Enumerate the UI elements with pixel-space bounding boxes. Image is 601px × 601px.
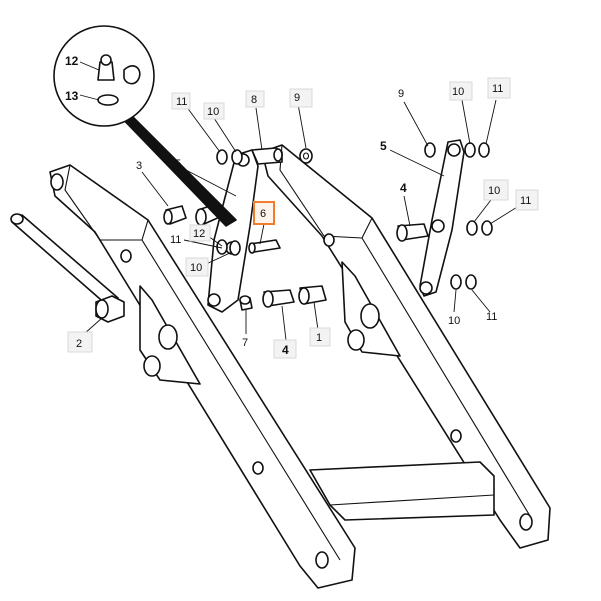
callout-labels: 12 13 11 10 8 9 3 5 6 12 11 10 2 7 4 1 9… xyxy=(65,54,539,359)
callout-4-right: 4 xyxy=(400,181,407,195)
pin-6 xyxy=(248,239,281,254)
callout-1: 1 xyxy=(316,332,322,344)
inset-detail xyxy=(53,25,237,227)
callout-11-right-mid: 11 xyxy=(520,195,531,207)
callout-11-right-bot: 11 xyxy=(486,311,497,323)
callout-6-highlight: 6 xyxy=(260,208,266,220)
callout-3: 3 xyxy=(136,160,142,172)
callout-9-top: 9 xyxy=(294,92,300,104)
link-plate-5-right xyxy=(419,139,465,297)
callout-2: 2 xyxy=(76,338,82,350)
bushing-3 xyxy=(163,205,187,225)
bushing-4-mid xyxy=(262,289,295,308)
callout-5-right: 5 xyxy=(380,139,387,153)
loader-arm-left xyxy=(49,164,356,589)
pin-rod-2 xyxy=(10,213,125,323)
callout-8-top: 8 xyxy=(251,94,257,106)
pin-8 xyxy=(251,147,283,165)
callout-4-mid: 4 xyxy=(282,343,289,357)
arm-bracket-left xyxy=(139,285,201,385)
callout-11-top: 11 xyxy=(176,96,187,108)
link-plate-5 xyxy=(207,149,259,313)
pin-7 xyxy=(239,295,253,311)
callout-11-mid: 11 xyxy=(170,234,181,246)
callout-7: 7 xyxy=(242,337,248,349)
callout-10-right-mid: 10 xyxy=(488,185,500,197)
bushing-4-right xyxy=(396,223,429,242)
callout-inset-12: 12 xyxy=(65,54,79,68)
callout-9-right: 9 xyxy=(398,88,404,100)
callout-10-mid: 10 xyxy=(190,262,202,274)
cross-beam xyxy=(309,461,495,521)
callout-10-right-bot: 10 xyxy=(448,315,460,327)
bushing-1 xyxy=(298,285,327,305)
callout-inset-13: 13 xyxy=(65,89,79,103)
washer-set-right xyxy=(424,142,493,290)
callout-5-mid: 5 xyxy=(175,158,181,170)
washer-set-top xyxy=(216,148,313,165)
callout-10-right-top: 10 xyxy=(452,86,464,98)
callout-11-right-top: 11 xyxy=(492,83,503,95)
highlight-box-6 xyxy=(253,201,275,225)
callout-10-top: 10 xyxy=(207,106,219,118)
callout-12-mid: 12 xyxy=(193,228,205,240)
loader-arm-right xyxy=(261,144,551,549)
arm-bracket-right xyxy=(341,261,401,357)
